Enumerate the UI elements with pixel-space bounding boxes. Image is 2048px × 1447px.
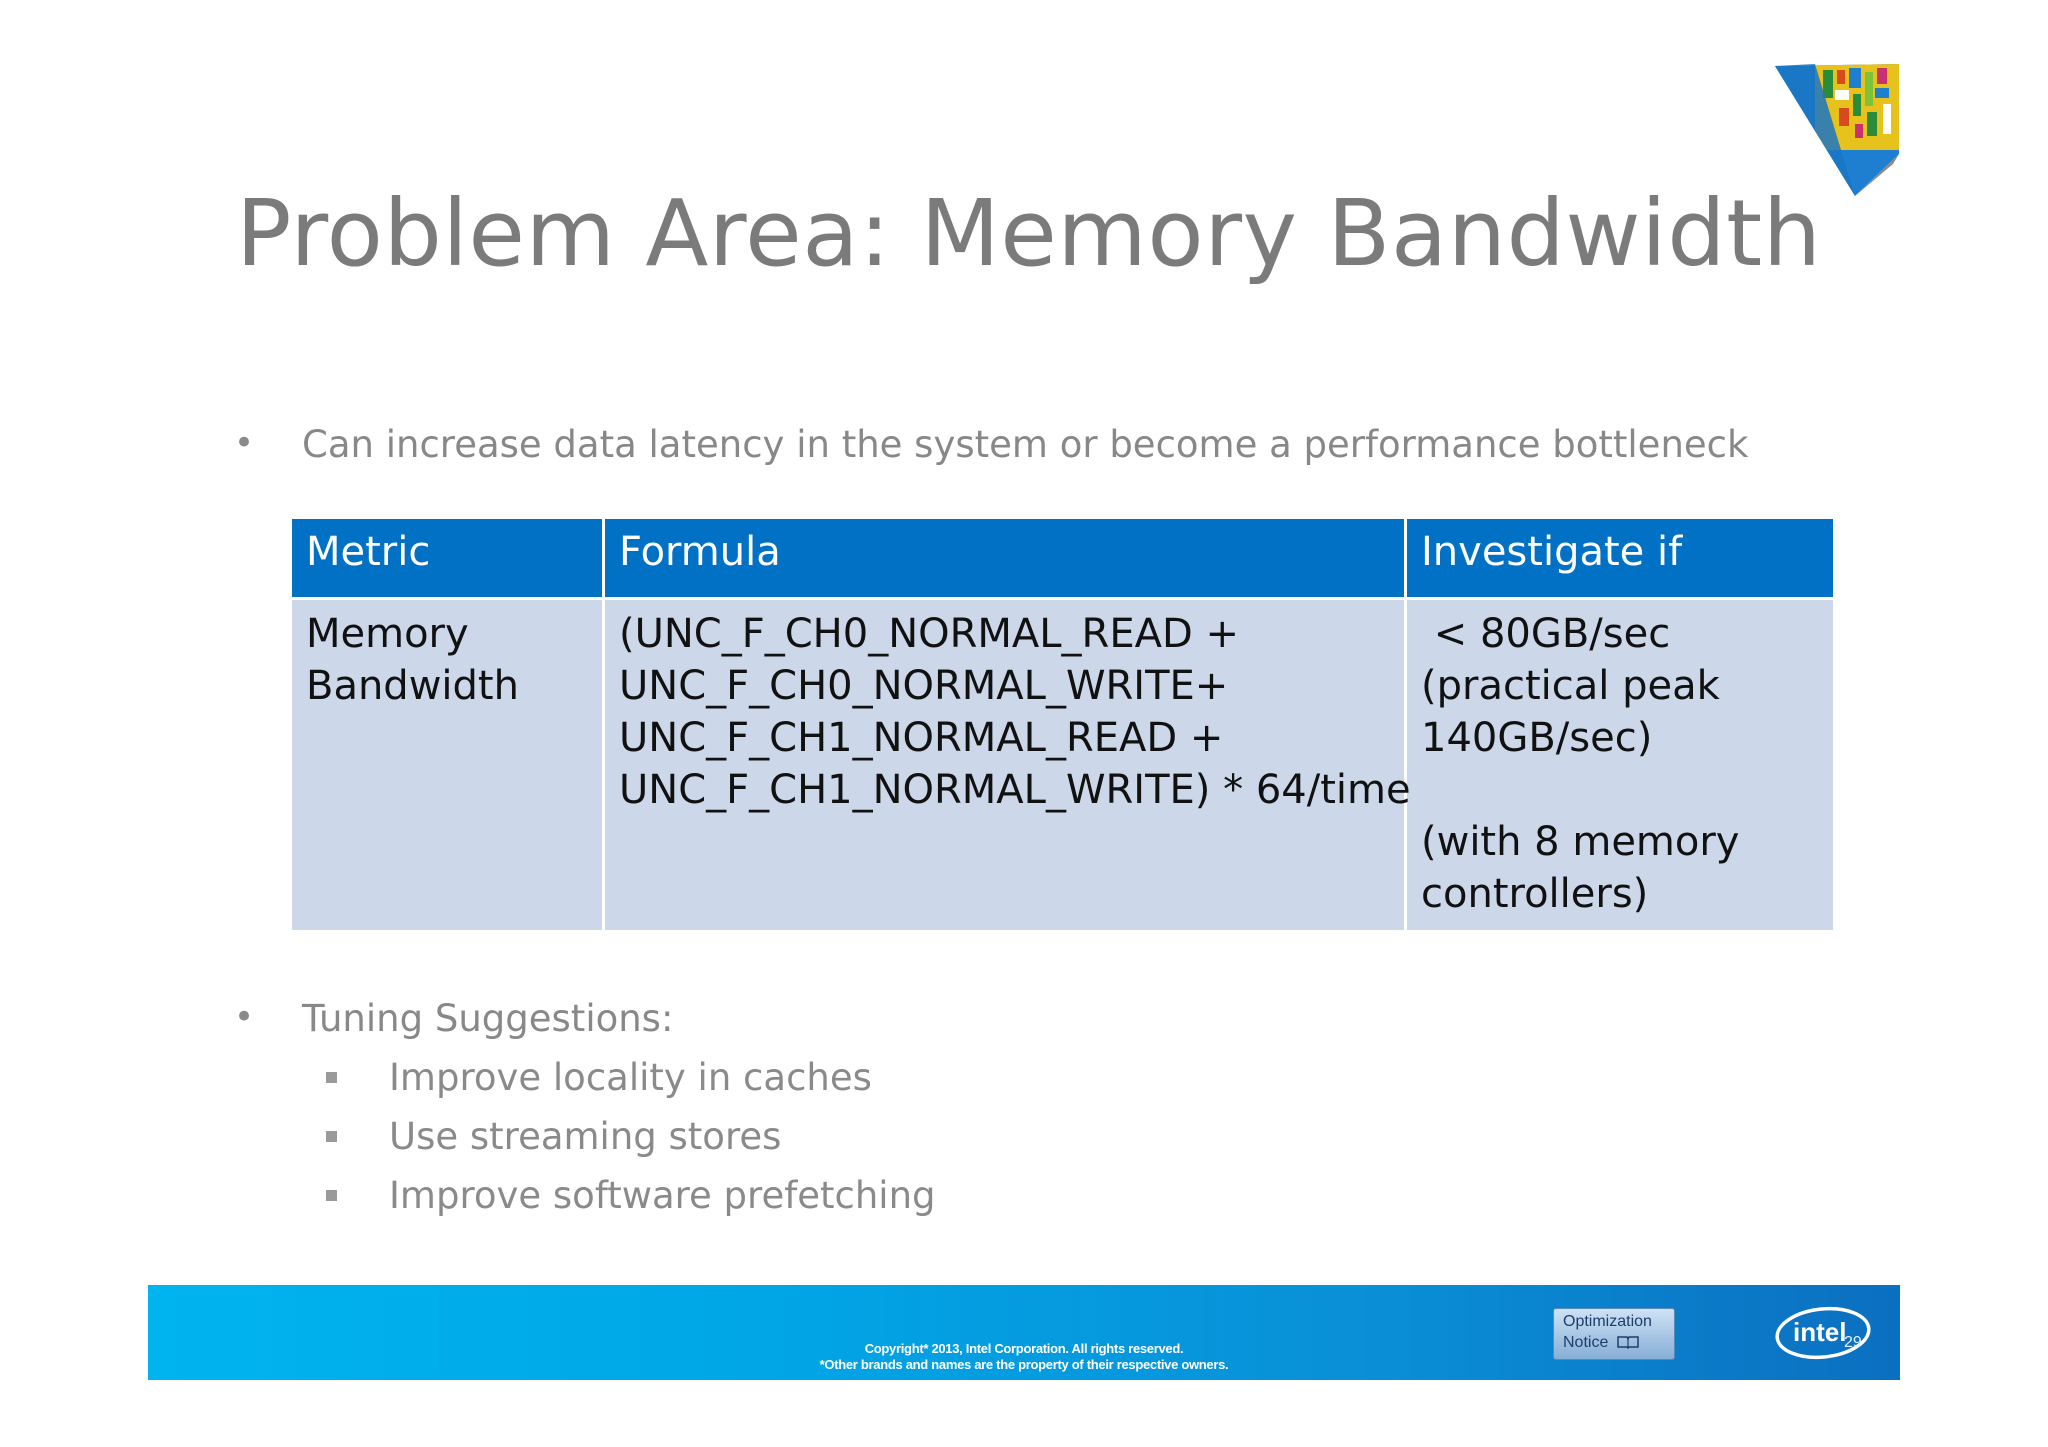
table-row: Memory Bandwidth (UNC_F_CH0_NORMAL_READ … bbox=[289, 597, 1836, 933]
bullet-text: Tuning Suggestions: bbox=[302, 997, 674, 1040]
bullet-latency: • Can increase data latency in the syste… bbox=[234, 423, 1749, 466]
suggestion-item: Improve locality in caches bbox=[326, 1056, 872, 1099]
bullet-text: Can increase data latency in the system … bbox=[302, 423, 1749, 466]
metric-line: Memory bbox=[306, 611, 469, 657]
suggestion-item: Use streaming stores bbox=[326, 1115, 782, 1158]
bullet-dot: • bbox=[234, 423, 255, 463]
formula-line: UNC_F_CH1_NORMAL_READ + bbox=[619, 715, 1224, 761]
investigate-line: (practical peak bbox=[1421, 663, 1720, 709]
copyright-note: *Other brands and names are the property… bbox=[819, 1357, 1229, 1372]
formula-line: (UNC_F_CH0_NORMAL_READ + bbox=[619, 611, 1240, 657]
suggestion-text: Improve software prefetching bbox=[389, 1174, 936, 1217]
notice-label-row: Notice bbox=[1563, 1332, 1674, 1353]
cell-investigate: < 80GB/sec (practical peak 140GB/sec) (w… bbox=[1404, 597, 1836, 933]
bullet-dot: • bbox=[234, 997, 255, 1037]
suggestion-text: Improve locality in caches bbox=[389, 1056, 872, 1099]
optimization-notice-button[interactable]: Optimization Notice bbox=[1553, 1308, 1675, 1360]
notice-label: Notice bbox=[1563, 1334, 1609, 1351]
metrics-table: Metric Formula Investigate if Memory Ban… bbox=[289, 516, 1836, 933]
investigate-line: < 80GB/sec bbox=[1421, 611, 1671, 657]
spacer bbox=[1421, 764, 1819, 816]
cell-formula: (UNC_F_CH0_NORMAL_READ + UNC_F_CH0_NORMA… bbox=[602, 597, 1411, 933]
footer-bar: Copyright* 2013, Intel Corporation. All … bbox=[148, 1285, 1900, 1380]
investigate-note: (with 8 memory bbox=[1421, 819, 1740, 865]
table-header-row: Metric Formula Investigate if bbox=[289, 516, 1836, 600]
square-bullet bbox=[326, 1131, 337, 1142]
formula-line: UNC_F_CH0_NORMAL_WRITE+ bbox=[619, 663, 1229, 709]
investigate-line: 140GB/sec) bbox=[1421, 715, 1653, 761]
suggestion-text: Use streaming stores bbox=[389, 1115, 782, 1158]
formula-line: UNC_F_CH1_NORMAL_WRITE) * 64/time bbox=[619, 767, 1411, 813]
cell-metric: Memory Bandwidth bbox=[289, 597, 605, 933]
page-number: 29 bbox=[1844, 1334, 1862, 1351]
intel-logo: intel bbox=[1775, 1306, 1871, 1360]
intel-corner-graphic-icon bbox=[1775, 64, 1899, 196]
suggestion-item: Improve software prefetching bbox=[326, 1174, 936, 1217]
bullet-tuning: • Tuning Suggestions: bbox=[234, 997, 674, 1040]
header-metric: Metric bbox=[289, 516, 605, 600]
copyright-line: Copyright* 2013, Intel Corporation. All … bbox=[864, 1341, 1184, 1356]
investigate-note: controllers) bbox=[1421, 871, 1649, 917]
intel-logo-text: intel bbox=[1793, 1317, 1846, 1347]
slide-title: Problem Area: Memory Bandwidth bbox=[236, 180, 1822, 287]
header-investigate: Investigate if bbox=[1404, 516, 1836, 600]
optimization-label: Optimization bbox=[1563, 1313, 1652, 1330]
header-formula: Formula bbox=[602, 516, 1407, 600]
square-bullet bbox=[326, 1072, 337, 1083]
square-bullet bbox=[326, 1190, 337, 1201]
book-icon bbox=[1617, 1336, 1639, 1350]
metric-line: Bandwidth bbox=[306, 663, 519, 709]
